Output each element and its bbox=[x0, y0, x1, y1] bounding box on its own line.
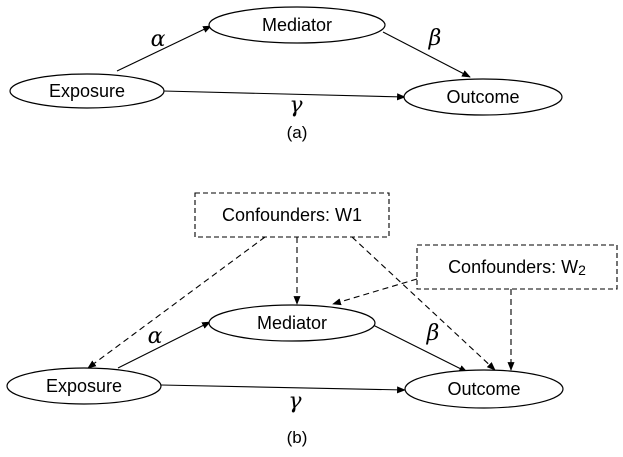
confounders-w2-box bbox=[416, 244, 618, 290]
edge-a-gamma-label: γ bbox=[289, 93, 303, 118]
edge-b-exposure-outcome bbox=[160, 384, 406, 394]
edge-b-beta-label: β bbox=[426, 321, 440, 346]
edge-b-gamma-label: γ bbox=[288, 389, 302, 414]
edge-b-w2-mediator bbox=[332, 278, 418, 306]
confounders-w2-prefix: Confounders: W bbox=[448, 257, 578, 277]
node-a-outcome bbox=[403, 78, 563, 116]
node-b-mediator-label: Mediator bbox=[257, 313, 327, 333]
node-b-outcome bbox=[404, 369, 564, 409]
node-b-outcome-label: Outcome bbox=[447, 379, 520, 399]
edge-a-mediator-outcome bbox=[382, 31, 471, 78]
node-a-mediator bbox=[208, 6, 386, 44]
panel-b-caption: (b) bbox=[287, 428, 308, 447]
panel-b: Confounders: W1 Confounders: W2 Mediator… bbox=[6, 192, 618, 447]
edge-a-beta-label: β bbox=[428, 26, 442, 51]
edge-a-exposure-mediator bbox=[116, 25, 212, 72]
confounders-w2-label: Confounders: W2 bbox=[448, 257, 586, 278]
node-a-exposure-label: Exposure bbox=[49, 81, 125, 101]
panel-a: Mediator Exposure Outcome α β γ (a) bbox=[9, 6, 563, 142]
edge-b-mediator-outcome bbox=[370, 323, 468, 373]
confounders-w1-label: Confounders: W1 bbox=[222, 205, 362, 225]
node-b-mediator bbox=[208, 304, 376, 342]
edge-b-alpha-label: α bbox=[148, 324, 163, 349]
edge-b-w1-outcome bbox=[351, 236, 496, 371]
node-b-exposure bbox=[6, 367, 162, 405]
edge-a-exposure-outcome bbox=[162, 90, 406, 101]
node-a-exposure bbox=[9, 73, 165, 109]
edge-b-w1-exposure bbox=[87, 236, 266, 369]
edge-b-exposure-mediator bbox=[117, 321, 211, 369]
node-b-exposure-label: Exposure bbox=[46, 376, 122, 396]
confounders-w1-box bbox=[194, 192, 390, 238]
node-a-outcome-label: Outcome bbox=[446, 87, 519, 107]
node-a-mediator-label: Mediator bbox=[262, 15, 332, 35]
confounders-w2-subscript: 2 bbox=[578, 262, 586, 278]
panel-a-caption: (a) bbox=[287, 123, 308, 142]
edge-a-alpha-label: α bbox=[151, 27, 166, 52]
